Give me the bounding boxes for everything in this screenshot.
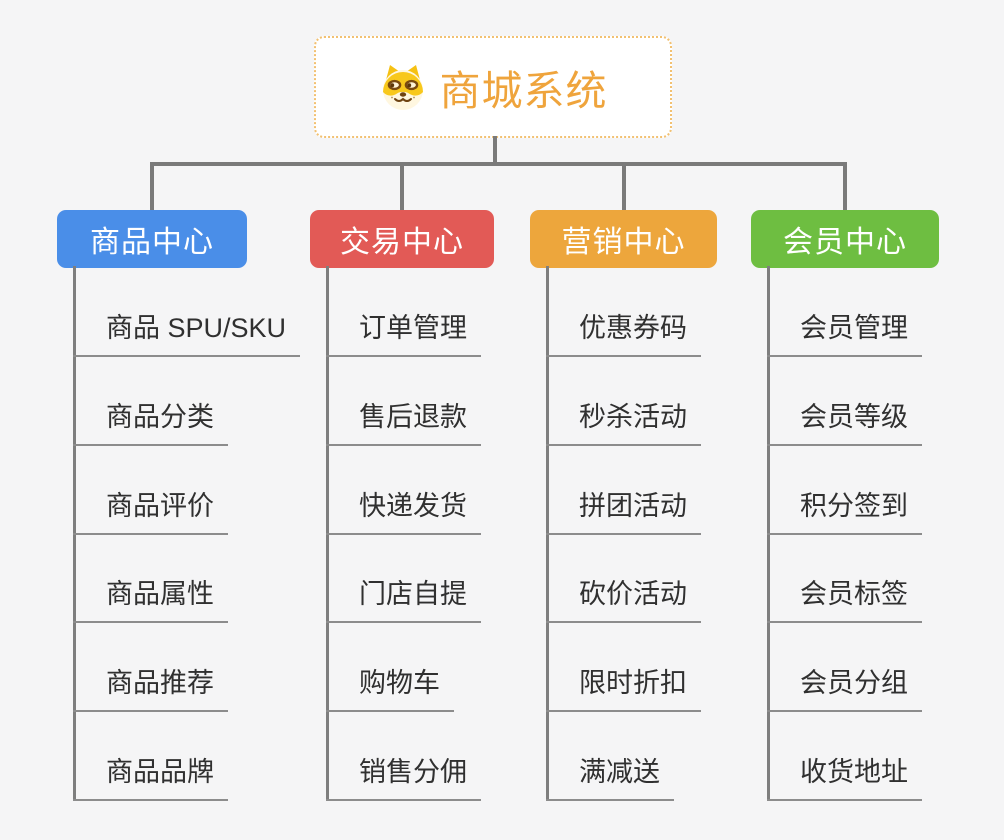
child-node[interactable]: 会员等级 — [767, 399, 922, 446]
child-node[interactable]: 快递发货 — [326, 488, 481, 535]
child-node[interactable]: 会员标签 — [767, 576, 922, 623]
child-node[interactable]: 商品品牌 — [73, 754, 228, 801]
dog-icon — [382, 65, 423, 110]
rail-connector — [150, 162, 847, 166]
child-node[interactable]: 会员分组 — [767, 665, 922, 712]
branch-label: 会员中心 — [783, 226, 907, 259]
root-title: 商城系统 — [439, 68, 608, 114]
branch-drop-connector — [150, 162, 154, 210]
child-node[interactable]: 商品评价 — [73, 488, 228, 535]
child-node[interactable]: 满减送 — [546, 754, 674, 801]
branch-drop-connector — [621, 162, 626, 210]
branch-node-product-center[interactable]: 商品中心 — [57, 210, 247, 268]
child-node[interactable]: 秒杀活动 — [546, 399, 701, 446]
child-node[interactable]: 订单管理 — [326, 310, 481, 357]
child-node[interactable]: 限时折扣 — [546, 665, 701, 712]
child-node[interactable]: 优惠券码 — [546, 310, 701, 357]
root-node[interactable]: 商城系统 — [314, 36, 672, 138]
branch-drop-connector — [400, 162, 404, 210]
child-node[interactable]: 会员管理 — [767, 310, 922, 357]
child-node[interactable]: 门店自提 — [326, 576, 481, 623]
branch-node-trade-center[interactable]: 交易中心 — [310, 210, 494, 268]
child-node[interactable]: 商品属性 — [73, 576, 228, 623]
child-node[interactable]: 购物车 — [326, 665, 454, 712]
branch-label: 商品中心 — [90, 226, 214, 259]
child-node[interactable]: 商品分类 — [73, 399, 228, 446]
child-node[interactable]: 售后退款 — [326, 399, 481, 446]
child-node[interactable]: 商品 SPU/SKU — [73, 310, 301, 357]
child-node[interactable]: 积分签到 — [767, 488, 922, 535]
branch-label: 交易中心 — [340, 226, 464, 259]
child-node[interactable]: 商品推荐 — [73, 665, 228, 712]
branch-drop-connector — [843, 162, 847, 210]
child-node[interactable]: 收货地址 — [767, 754, 922, 801]
child-node[interactable]: 砍价活动 — [546, 576, 701, 623]
branch-node-marketing-center[interactable]: 营销中心 — [530, 210, 717, 268]
branch-label: 营销中心 — [561, 226, 686, 259]
child-node[interactable]: 销售分佣 — [326, 754, 481, 801]
trunk-connector — [493, 136, 497, 164]
branch-node-member-center[interactable]: 会员中心 — [751, 210, 939, 268]
child-node[interactable]: 拼团活动 — [546, 488, 701, 535]
